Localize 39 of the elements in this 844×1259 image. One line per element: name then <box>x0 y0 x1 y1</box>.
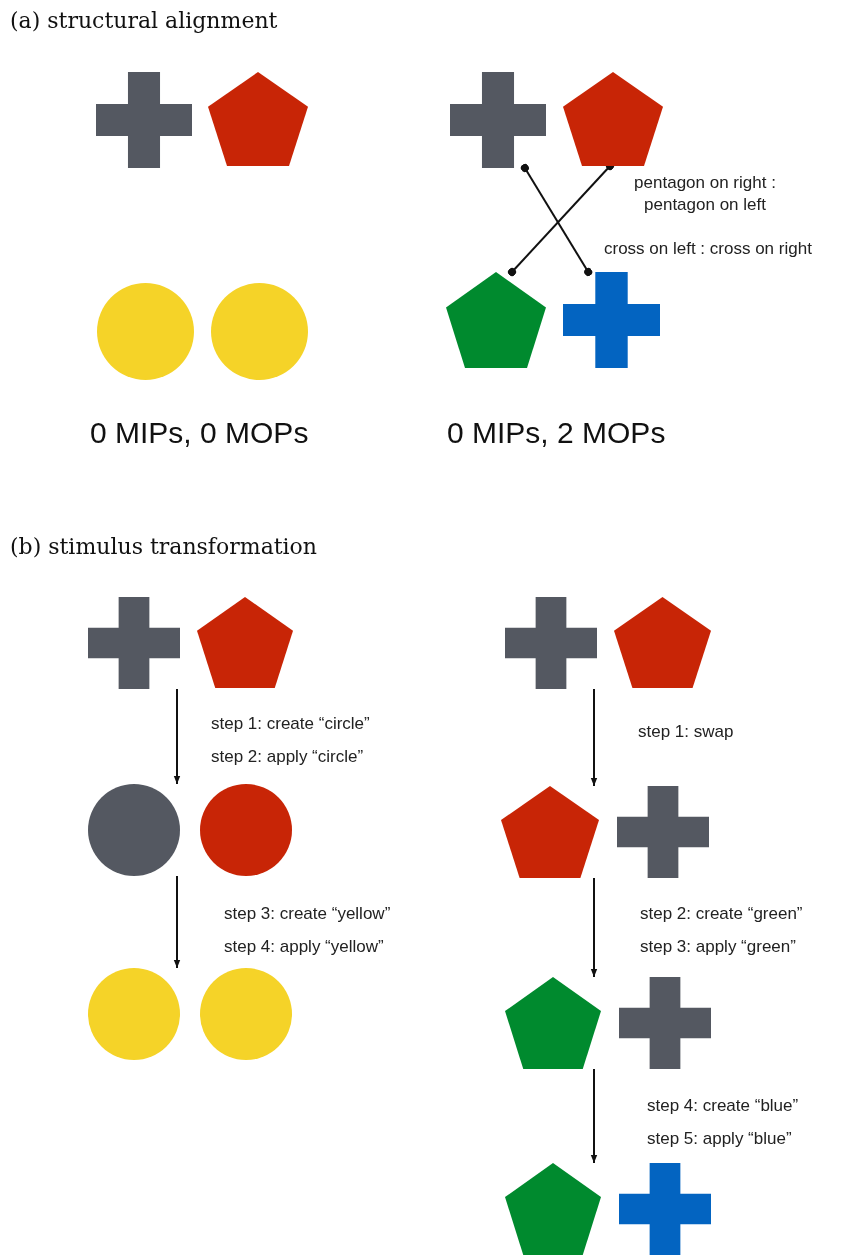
cross-shape <box>617 786 709 878</box>
panel-heading: (b) stimulus transformation <box>10 534 318 559</box>
cross-shape <box>96 72 192 168</box>
pentagon-shape <box>505 977 601 1069</box>
pentagon-shape <box>614 597 711 688</box>
edge-label: step 1: swap <box>638 721 735 743</box>
cross-shape <box>619 1163 711 1255</box>
circle-shape <box>200 968 292 1060</box>
arrow <box>173 688 181 785</box>
connector-line <box>520 164 593 276</box>
cross-shape <box>563 272 660 368</box>
count-label: 0 MIPs, 2 MOPs <box>447 416 666 450</box>
count-label: 0 MIPs, 0 MOPs <box>90 416 309 450</box>
cross-shape <box>88 597 180 689</box>
pentagon-shape <box>501 786 599 878</box>
edge-label: step 2: create “green” step 3: apply “green” <box>640 903 804 958</box>
circle-shape <box>200 784 292 876</box>
edge-label: pentagon on right : pentagon on left <box>633 172 777 216</box>
panel-heading: (a) structural alignment <box>10 8 278 33</box>
circle-shape <box>211 283 308 380</box>
pentagon-shape <box>197 597 293 688</box>
pentagon-shape <box>208 72 308 166</box>
pentagon-shape <box>563 72 663 166</box>
circle-shape <box>88 784 180 876</box>
circle-shape <box>88 968 180 1060</box>
pentagon-shape <box>505 1163 601 1255</box>
arrow <box>590 877 598 978</box>
cross-shape <box>450 72 546 168</box>
edge-label: step 1: create “circle” step 2: apply “circle” <box>211 713 371 768</box>
arrow <box>590 1068 598 1164</box>
cross-shape <box>619 977 711 1069</box>
edge-label: step 3: create “yellow” step 4: apply “yellow” <box>224 903 392 958</box>
edge-label: step 4: create “blue” step 5: apply “blue” <box>647 1095 800 1150</box>
pentagon-shape <box>446 272 546 368</box>
edge-label: cross on left : cross on right <box>604 238 813 260</box>
arrow <box>590 688 598 787</box>
arrow <box>173 875 181 969</box>
circle-shape <box>97 283 194 380</box>
cross-shape <box>505 597 597 689</box>
